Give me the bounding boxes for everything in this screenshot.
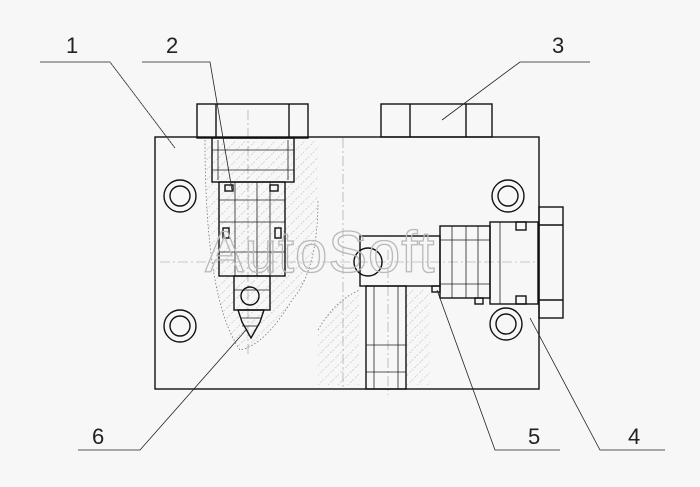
callout-2: 2 — [166, 33, 178, 58]
leader-lines — [40, 61, 665, 451]
callout-1: 1 — [66, 33, 78, 58]
callout-5: 5 — [528, 424, 540, 449]
horizontal-cartridge — [353, 206, 564, 319]
mounting-hole-bottom-right — [489, 307, 523, 341]
callout-6: 6 — [92, 424, 104, 449]
hex-cap-top-right — [380, 103, 493, 138]
mounting-hole-top-left — [163, 179, 197, 213]
callout-4: 4 — [628, 424, 640, 449]
mounting-hole-bottom-left — [163, 309, 197, 343]
mounting-hole-top-right — [491, 179, 525, 213]
section-hatching — [204, 139, 430, 385]
center-lines — [160, 110, 540, 395]
callout-3: 3 — [552, 33, 564, 58]
cartridge-valve-left — [218, 181, 286, 340]
vertical-channel — [365, 285, 407, 390]
watermark: AutoSoft — [205, 220, 435, 285]
